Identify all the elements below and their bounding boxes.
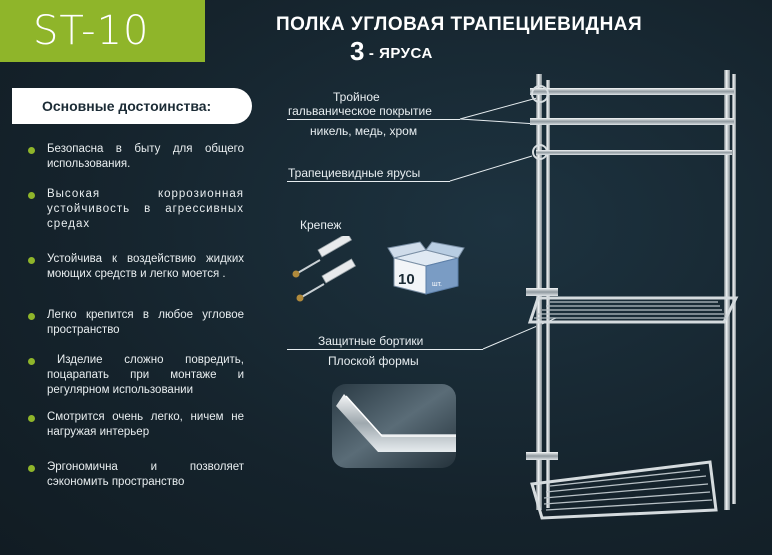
fasteners-label: Крепеж: [300, 218, 342, 232]
coating-label-1: Тройное: [333, 90, 380, 104]
bullet-icon: [28, 147, 35, 154]
rim-closeup-image: [332, 384, 456, 468]
advantage-item: Высокая коррозионная устойчивость в агре…: [28, 187, 244, 232]
bullet-icon: [28, 257, 35, 264]
box-unit: шт.: [432, 281, 442, 288]
corner-shelf-image: [526, 70, 739, 520]
advantage-item: Изделие сложно повредить, поцарапать при…: [28, 353, 244, 398]
advantages-heading: Основные достоинства:: [12, 88, 252, 124]
coating-rule: [287, 119, 460, 120]
bullet-icon: [28, 415, 35, 422]
bullet-icon: [28, 313, 35, 320]
bullet-icon: [28, 358, 35, 365]
tier-count: 3: [350, 36, 365, 66]
product-title: ПОЛКА УГЛОВАЯ ТРАПЕЦИЕВИДНАЯ: [276, 14, 643, 35]
box-quantity: 10: [398, 271, 415, 288]
advantage-item: Легко крепится в любое угловое пространс…: [28, 308, 244, 338]
product-subtitle: 3 - ЯРУСА: [350, 36, 433, 67]
coating-label-2: гальваническое покрытие: [288, 104, 432, 118]
advantage-item: Эргономична и позволяет сэкономить прост…: [28, 460, 244, 490]
package-box-icon: 10 шт.: [387, 241, 465, 295]
advantage-item: Смотрится очень легко, ничем не нагружая…: [28, 410, 244, 440]
tier-suffix: - ЯРУСА: [368, 45, 433, 62]
tiers-leader-line: [449, 155, 533, 182]
rims-label: Защитные бортики: [318, 334, 424, 348]
tiers-label: Трапециевидные ярусы: [288, 166, 421, 180]
bullet-icon: [28, 192, 35, 199]
model-badge: ST-10: [0, 0, 205, 62]
bullet-icon: [28, 465, 35, 472]
rims-shape: Плоской формы: [328, 354, 419, 368]
rims-rule: [287, 349, 483, 350]
coating-metals: никель, медь, хром: [310, 124, 418, 138]
tiers-rule: [287, 181, 450, 182]
coating-leader-line: [459, 97, 538, 125]
advantage-item: Безопасна в быту для общего использовани…: [28, 142, 244, 172]
screw-anchor-icon: [292, 236, 356, 302]
advantage-item: Устойчива к воздействию жидких моющих ср…: [28, 252, 244, 282]
